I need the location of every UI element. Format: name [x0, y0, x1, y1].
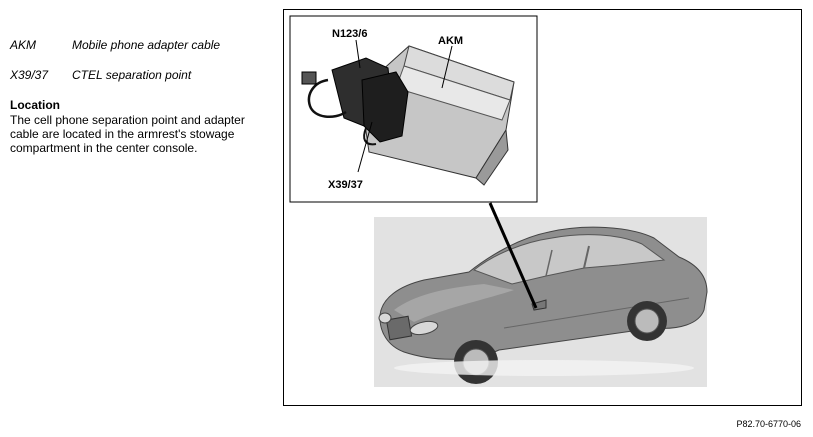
legend-description: Mobile phone adapter cable [72, 38, 221, 52]
figure-reference: P82.70-6770-06 [736, 419, 801, 429]
location-figure: N123/6 AKM X39/37 [283, 9, 802, 406]
legend-code: AKM [10, 38, 37, 52]
pointer-line [488, 202, 538, 309]
figure-illustration: N123/6 AKM X39/37 [289, 15, 708, 387]
legend-description: CTEL separation point [72, 68, 192, 82]
callout-x39-37: X39/37 [328, 179, 363, 191]
car-illustration [378, 226, 708, 384]
adapter-module-illustration [301, 39, 515, 186]
location-text: The cell phone separation point and adap… [10, 113, 245, 155]
location-heading: Location [10, 98, 60, 112]
callout-akm: AKM [438, 35, 463, 47]
callout-n123-6: N123/6 [332, 28, 367, 40]
legend-code: X39/37 [10, 68, 49, 82]
